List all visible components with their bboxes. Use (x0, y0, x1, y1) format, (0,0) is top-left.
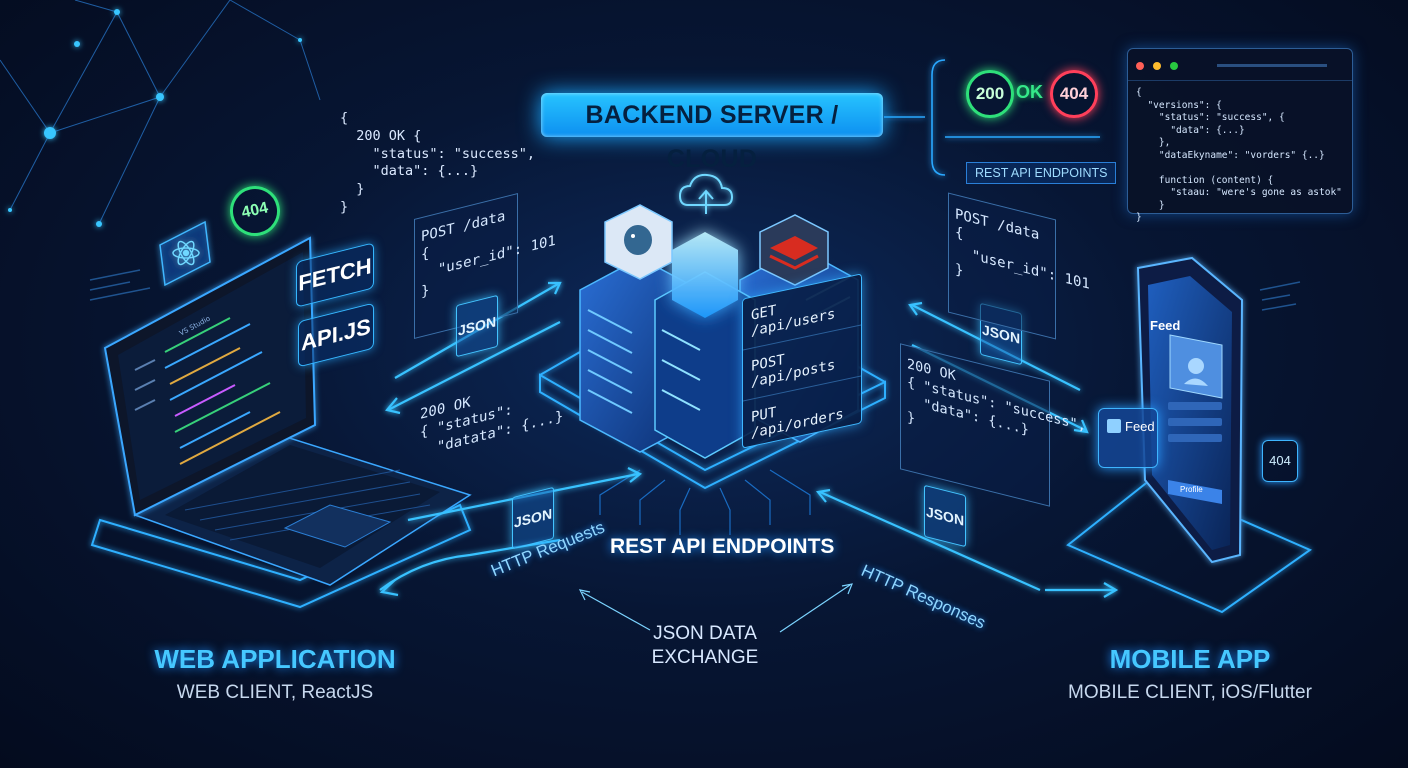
phone-feed-title: Feed (1150, 318, 1181, 333)
side-code-lines (89, 269, 1301, 311)
floating-json-line: } (340, 199, 349, 216)
code-editor-window: { "versions": { "status": "success", { "… (1127, 48, 1353, 223)
title-connector (884, 59, 1100, 176)
json-file-icon-4: JSON (924, 484, 966, 548)
status-ok-text: OK (1016, 82, 1043, 102)
backend-title: BACKEND SERVER / CLOUD (541, 93, 883, 173)
floating-json-line: "data": {...} (340, 163, 479, 180)
status-error-circle: 404 (1050, 70, 1098, 118)
editor-code-line: } (1136, 212, 1142, 224)
react-icon (159, 220, 211, 287)
floating-json-line: { (340, 110, 349, 126)
json-exchange-line-1: JSON DATA (653, 623, 757, 644)
web-app-title: WEB APPLICATION (154, 644, 396, 674)
redis-icon (759, 214, 829, 286)
postgresql-icon (604, 204, 673, 280)
editor-code-line: "status": "success", { (1136, 112, 1285, 124)
status-endpoints-label: REST API ENDPOINTS (966, 162, 1117, 184)
editor-code-line: "data": {...} (1136, 124, 1245, 136)
mobile-app-subtitle: MOBILE CLIENT, iOS/Flutter (1068, 682, 1312, 703)
editor-code-line: "staau: "were's gone as astok" (1136, 187, 1342, 199)
feed-chip: Feed (1098, 408, 1158, 468)
editor-code-line: } (1136, 199, 1165, 211)
cloud-upload-icon (678, 173, 734, 214)
mobile-404-badge: 404 (1262, 440, 1298, 482)
server-core (654, 232, 756, 459)
maximize-dot-icon (1170, 62, 1179, 70)
mobile-platform (1066, 478, 1313, 614)
web-platform (90, 503, 472, 609)
editor-code-line: function (content) { (1136, 174, 1274, 186)
json-file-icon-1: JSON (456, 294, 498, 358)
floating-json-response: { 200 OK { "status": "success", "data": … (340, 110, 535, 217)
close-dot-icon (1136, 62, 1144, 70)
editor-code-line: { (1136, 87, 1142, 98)
json-exchange-label: JSON DATA EXCHANGE (650, 622, 760, 670)
editor-code-line: }, (1136, 137, 1171, 149)
editor-code-line: "dataEkyname": "vorders" {..} (1136, 149, 1325, 161)
request-arrows (379, 281, 643, 597)
editor-code-line (1136, 162, 1344, 175)
laptop-illustration (103, 236, 472, 586)
exchange-pointers (578, 583, 853, 633)
network-nodes (8, 9, 302, 227)
floating-json-line: } (340, 181, 365, 198)
json-exchange-line-2: EXCHANGE (651, 646, 759, 668)
status-ok-circle: 200 (966, 70, 1014, 118)
web-app-subtitle: WEB CLIENT, ReactJS (176, 682, 374, 703)
editor-tab-bar (1217, 64, 1328, 67)
circuit-traces (599, 469, 811, 535)
phone-profile-button: Profile (1180, 485, 1203, 494)
network-constellation (0, 0, 321, 225)
editor-titlebar (1128, 49, 1352, 81)
floating-json-line: "status": "success", (340, 145, 536, 162)
editor-code-block: { "versions": { "status": "success", { "… (1128, 81, 1352, 231)
user-icon (1107, 419, 1121, 433)
minimize-dot-icon (1153, 62, 1162, 70)
feed-chip-label: Feed (1125, 419, 1155, 434)
editor-code-line: "versions": { (1136, 99, 1222, 111)
center-endpoints-label: REST API ENDPOINTS (610, 535, 835, 558)
floating-json-line: 200 OK { (340, 127, 422, 144)
api-endpoints-panel: GET /api/users POST /api/posts PUT /api/… (742, 273, 862, 449)
mobile-app-title: MOBILE APP (1109, 644, 1271, 674)
phone-illustration (1136, 256, 1244, 564)
